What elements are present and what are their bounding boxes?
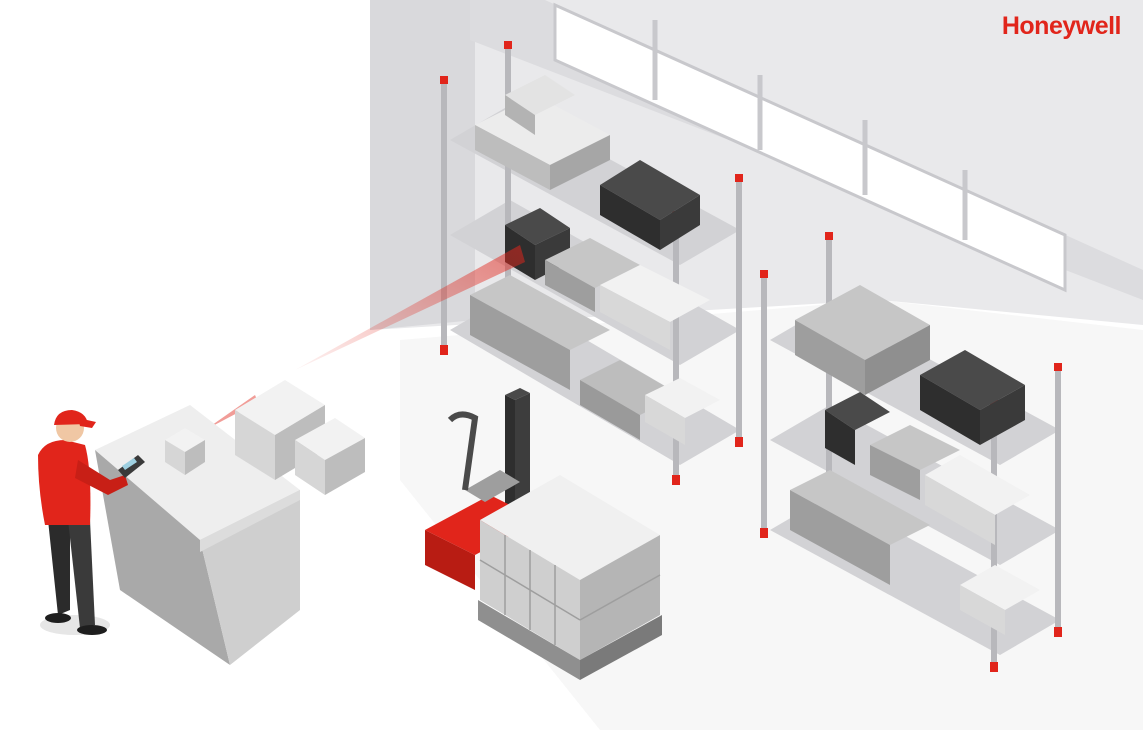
light-boxes-middle (545, 238, 710, 350)
boxes-bottom (470, 275, 720, 445)
cardboard-box-icon (165, 380, 365, 495)
handheld-scanner-icon (118, 455, 145, 478)
worker-icon (38, 410, 128, 635)
storage-rack-right (760, 232, 1062, 672)
honeywell-logo: Honeywell (1001, 12, 1122, 40)
boxes-right-lower (790, 425, 1040, 635)
cardboard-box-icon (475, 75, 610, 190)
rack-uprights (441, 45, 742, 485)
cardboard-box-icon (795, 285, 930, 395)
storage-rack-left (440, 41, 743, 485)
back-wall (370, 0, 1143, 330)
pallet-with-boxes (478, 475, 662, 680)
packing-counter (95, 405, 300, 665)
dark-boxes-top (600, 160, 700, 250)
dark-boxes-right (825, 350, 1025, 465)
wall-windows (553, 2, 1067, 293)
